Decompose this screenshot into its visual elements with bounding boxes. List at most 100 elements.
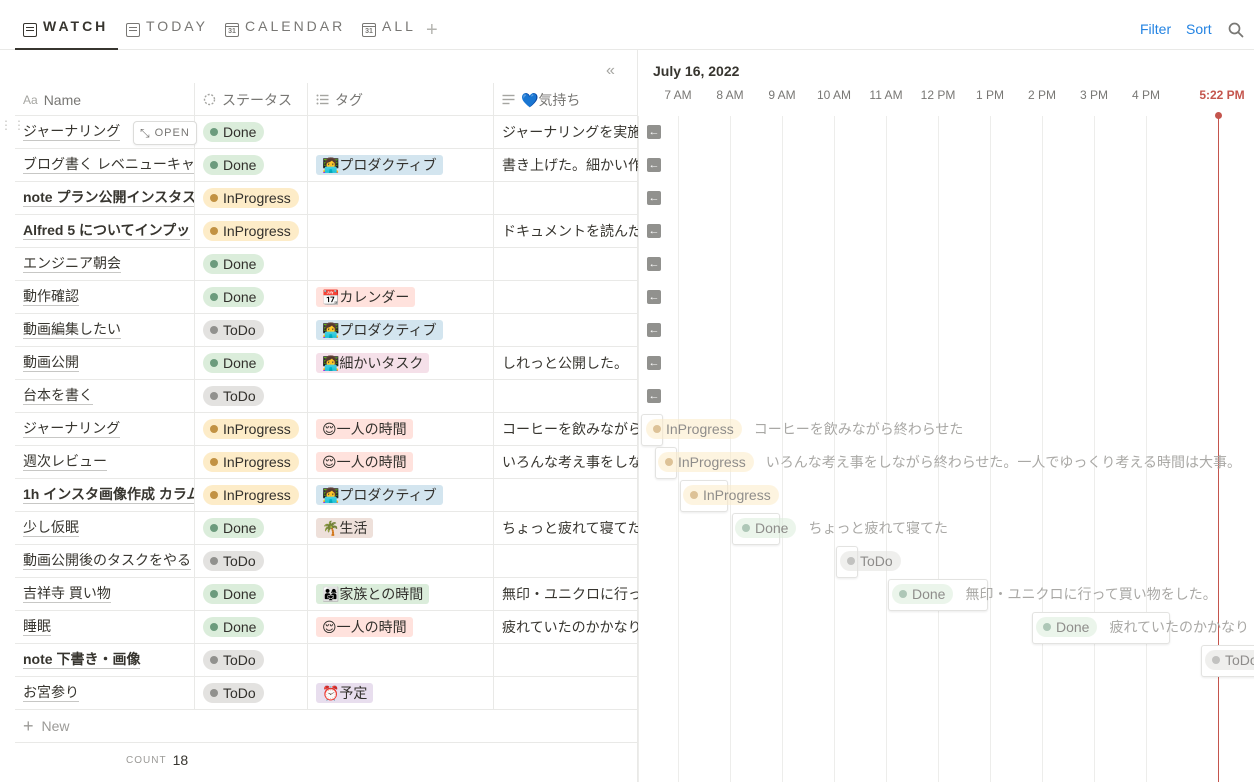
column-header-status[interactable]: ステータス: [195, 83, 308, 116]
cell-tag[interactable]: [308, 248, 494, 280]
cell-name[interactable]: ブログ書く レベニューキャ: [15, 149, 195, 181]
cell-feeling[interactable]: ちょっと疲れて寝てた: [494, 512, 638, 544]
view-tab-today[interactable]: TODAY: [126, 18, 208, 50]
cell-name[interactable]: note プラン公開インスタス: [15, 182, 195, 214]
cell-name[interactable]: 週次レビュー: [15, 446, 195, 478]
cell-name[interactable]: Alfred 5 についてインプッ: [15, 215, 195, 247]
cell-status[interactable]: InProgress: [195, 182, 308, 214]
cell-name[interactable]: 動作確認: [15, 281, 195, 313]
row-title[interactable]: 動画編集したい: [23, 321, 121, 339]
cell-status[interactable]: InProgress: [195, 479, 308, 511]
add-view-button[interactable]: +: [426, 19, 438, 41]
sort-button[interactable]: Sort: [1186, 21, 1212, 37]
cell-tag[interactable]: 😌一人の時間: [308, 413, 494, 445]
scroll-to-item-arrow-icon[interactable]: ←: [647, 158, 661, 172]
cell-tag[interactable]: [308, 644, 494, 676]
cell-feeling[interactable]: [494, 248, 638, 280]
cell-tag[interactable]: [308, 116, 494, 148]
scroll-to-item-arrow-icon[interactable]: ←: [647, 224, 661, 238]
row-title[interactable]: Alfred 5 についてインプッ: [23, 222, 191, 240]
cell-status[interactable]: Done: [195, 578, 308, 610]
cell-name[interactable]: note 下書き・画像: [15, 644, 195, 676]
row-title[interactable]: 動画公開後のタスクをやる: [23, 552, 191, 570]
cell-name[interactable]: 少し仮眠: [15, 512, 195, 544]
cell-status[interactable]: ToDo: [195, 644, 308, 676]
cell-status[interactable]: ToDo: [195, 314, 308, 346]
view-tab-calendar[interactable]: 31 CALENDAR: [225, 18, 345, 50]
cell-tag[interactable]: 📆カレンダー: [308, 281, 494, 313]
cell-status[interactable]: InProgress: [195, 446, 308, 478]
cell-feeling[interactable]: [494, 677, 638, 709]
cell-status[interactable]: ToDo: [195, 380, 308, 412]
scroll-to-item-arrow-icon[interactable]: ←: [647, 323, 661, 337]
drag-handle-icon[interactable]: ⋮⋮: [0, 118, 26, 132]
cell-feeling[interactable]: コーヒーを飲みながら: [494, 413, 638, 445]
cell-name[interactable]: 動画公開後のタスクをやる: [15, 545, 195, 577]
row-title[interactable]: note プラン公開インスタス: [23, 189, 195, 207]
scroll-to-item-arrow-icon[interactable]: ←: [647, 290, 661, 304]
cell-feeling[interactable]: [494, 479, 638, 511]
cell-feeling[interactable]: [494, 644, 638, 676]
cell-name[interactable]: 動画編集したい: [15, 314, 195, 346]
cell-tag[interactable]: 👩‍💻細かいタスク: [308, 347, 494, 379]
cell-name[interactable]: 睡眠: [15, 611, 195, 643]
cell-name[interactable]: お宮参り: [15, 677, 195, 709]
row-title[interactable]: お宮参り: [23, 684, 79, 702]
cell-name[interactable]: 吉祥寺 買い物: [15, 578, 195, 610]
cell-feeling[interactable]: 疲れていたのかかなり: [494, 611, 638, 643]
cell-tag[interactable]: [308, 182, 494, 214]
row-title[interactable]: ジャーナリング: [23, 420, 121, 438]
cell-status[interactable]: Done: [195, 611, 308, 643]
column-header-feeling[interactable]: 💙気持ち: [494, 83, 638, 116]
search-icon[interactable]: [1228, 22, 1244, 38]
cell-status[interactable]: ToDo: [195, 545, 308, 577]
cell-feeling[interactable]: 無印・ユニクロに行っ: [494, 578, 638, 610]
row-title[interactable]: 1h インスタ画像作成 カラム: [23, 486, 194, 504]
timeline-item-label[interactable]: ToDo: [840, 551, 901, 571]
scroll-to-item-arrow-icon[interactable]: ←: [647, 356, 661, 370]
cell-tag[interactable]: [308, 545, 494, 577]
cell-status[interactable]: Done: [195, 281, 308, 313]
cell-feeling[interactable]: [494, 281, 638, 313]
timeline-item-label[interactable]: InProgress: [683, 485, 779, 505]
cell-status[interactable]: ToDo: [195, 677, 308, 709]
cell-feeling[interactable]: いろんな考え事をしな: [494, 446, 638, 478]
cell-feeling[interactable]: [494, 380, 638, 412]
cell-status[interactable]: Done: [195, 116, 308, 148]
cell-status[interactable]: Done: [195, 347, 308, 379]
row-title[interactable]: 動画公開: [23, 354, 79, 372]
cell-tag[interactable]: 👩‍💻プロダクティブ: [308, 479, 494, 511]
scroll-to-item-arrow-icon[interactable]: ←: [647, 125, 661, 139]
cell-feeling[interactable]: ドキュメントを読んだ: [494, 215, 638, 247]
cell-tag[interactable]: ⏰予定: [308, 677, 494, 709]
table-row[interactable]: お宮参り ToDo⏰予定: [15, 677, 638, 710]
cell-name[interactable]: ジャーナリング: [15, 413, 195, 445]
cell-feeling[interactable]: [494, 545, 638, 577]
row-title[interactable]: エンジニア朝会: [23, 255, 121, 273]
cell-tag[interactable]: 😌一人の時間: [308, 446, 494, 478]
cell-tag[interactable]: [308, 380, 494, 412]
cell-tag[interactable]: 👩‍💻プロダクティブ: [308, 149, 494, 181]
column-header-tag[interactable]: タグ: [308, 83, 494, 116]
filter-button[interactable]: Filter: [1140, 21, 1172, 37]
cell-feeling[interactable]: 書き上げた。細かい作: [494, 149, 638, 181]
